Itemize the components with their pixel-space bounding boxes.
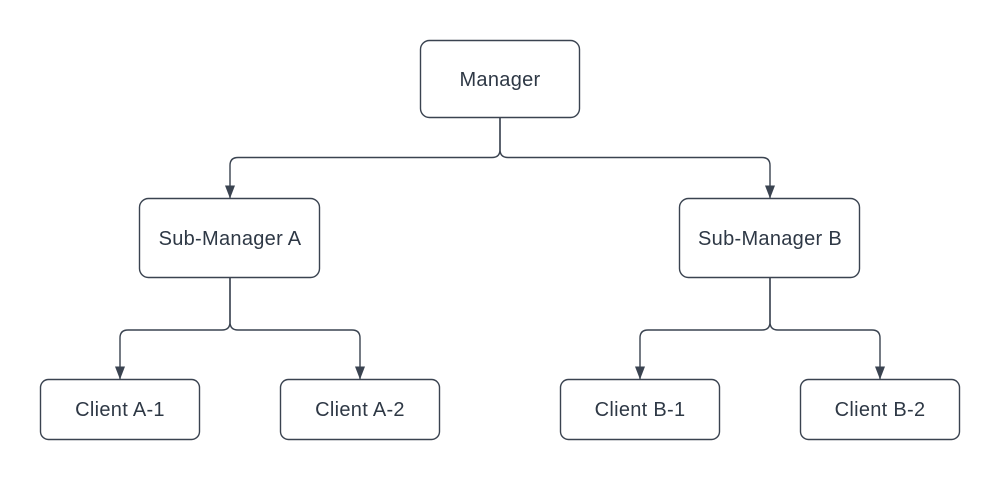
node-sub-manager-b-label: Sub-Manager B	[698, 228, 842, 250]
node-client-b1-box[interactable]	[559, 378, 721, 441]
node-sub-manager-b[interactable]: Sub-Manager B	[678, 197, 861, 279]
node-client-a1-label: Client A-1	[75, 399, 165, 421]
node-sub-manager-b-box[interactable]	[678, 197, 861, 279]
node-client-b2-label: Client B-2	[835, 399, 926, 421]
node-client-b1[interactable]: Client B-1	[559, 378, 721, 441]
node-manager[interactable]: Manager	[419, 39, 581, 119]
edge-sub-manager-a-to-client-a1[interactable]	[115, 277, 231, 380]
node-client-b2-box[interactable]	[799, 378, 961, 441]
edge-sub-manager-a-to-client-a2[interactable]	[229, 277, 365, 380]
edge-sub-manager-b-to-client-b1[interactable]	[635, 277, 771, 380]
node-client-a2-box[interactable]	[279, 378, 441, 441]
node-client-a1-box[interactable]	[39, 378, 201, 441]
edge-manager-to-sub-manager-a[interactable]	[225, 117, 501, 199]
node-sub-manager-a-label: Sub-Manager A	[159, 228, 302, 250]
edge-sub-manager-b-to-client-b2[interactable]	[769, 277, 885, 380]
node-client-a1[interactable]: Client A-1	[39, 378, 201, 441]
node-client-b1-label: Client B-1	[595, 399, 686, 421]
edge-manager-to-sub-manager-b[interactable]	[499, 117, 775, 199]
node-client-a2[interactable]: Client A-2	[279, 378, 441, 441]
node-sub-manager-a-box[interactable]	[138, 197, 321, 279]
node-manager-box[interactable]	[419, 39, 581, 119]
node-client-a2-label: Client A-2	[315, 399, 405, 421]
node-manager-label: Manager	[459, 69, 540, 91]
node-client-b2[interactable]: Client B-2	[799, 378, 961, 441]
node-sub-manager-a[interactable]: Sub-Manager A	[138, 197, 321, 279]
